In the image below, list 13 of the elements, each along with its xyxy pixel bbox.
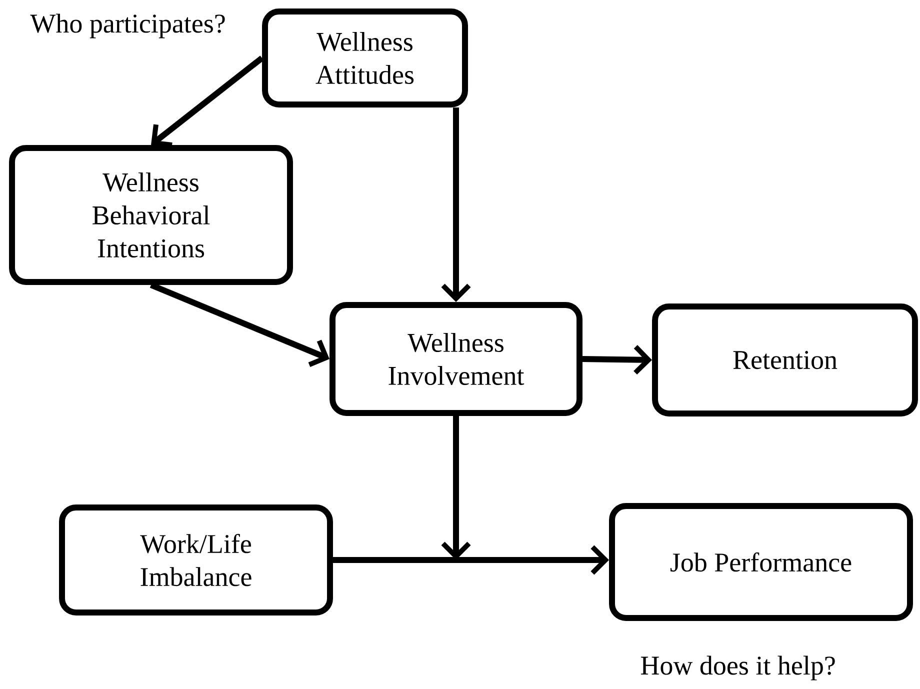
question-label: How does it help?	[641, 656, 835, 680]
arrow	[441, 108, 471, 302]
process-box: Wellness Involvement	[330, 302, 582, 416]
question-label: Who participates?	[30, 14, 225, 38]
process-box: Wellness Attitudes	[262, 8, 468, 108]
process-box: Work/Life Imbalance	[59, 504, 333, 616]
process-box: Retention	[652, 304, 918, 416]
arrow	[151, 56, 264, 148]
arrow	[333, 545, 610, 575]
arrow	[582, 345, 652, 375]
process-box: Wellness Behavioral Intentions	[9, 145, 293, 285]
arrow	[150, 282, 330, 367]
process-box: Job Performance	[609, 503, 913, 621]
